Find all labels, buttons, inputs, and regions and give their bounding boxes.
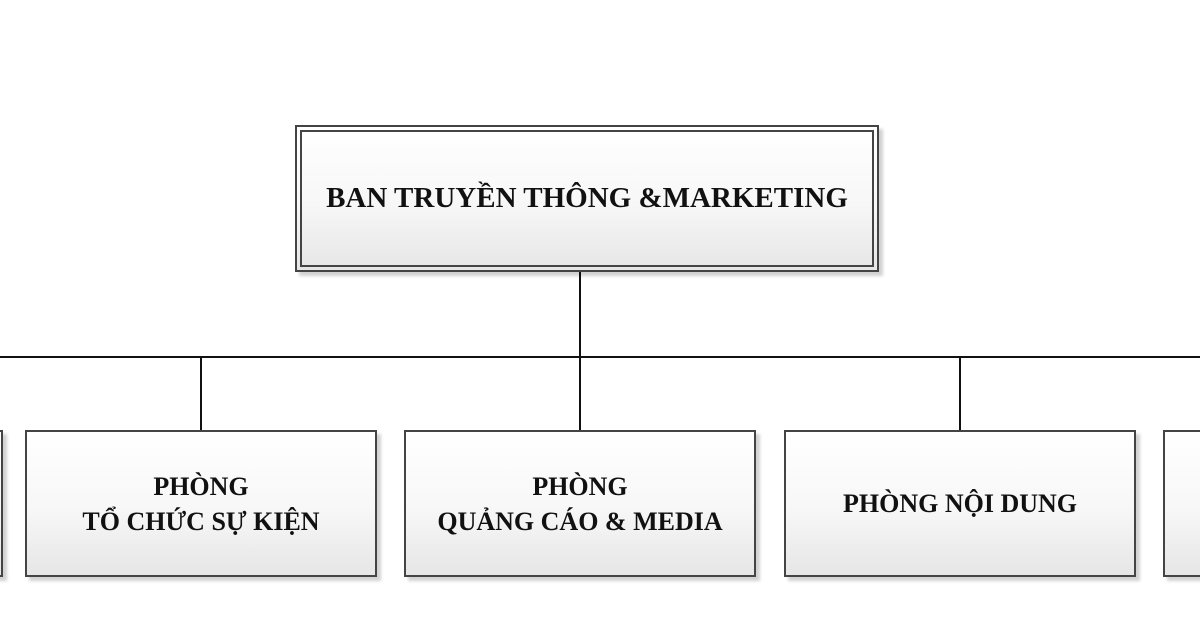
- child-node-advertising-line1: PHÒNG: [532, 471, 628, 501]
- child-node-advertising-line2: QUẢNG CÁO & MEDIA: [437, 506, 723, 536]
- child-node-content: PHÒNG NỘI DUNG: [784, 430, 1136, 577]
- root-node-label: BAN TRUYỀN THÔNG &MARKETING: [326, 182, 848, 214]
- child-node-events: PHÒNG TỔ CHỨC SỰ KIỆN: [25, 430, 377, 577]
- root-node-box: BAN TRUYỀN THÔNG &MARKETING: [295, 125, 879, 272]
- partial-node-left-edge: [0, 430, 3, 577]
- partial-node-right-edge: [1163, 430, 1200, 577]
- child-node-content-line1: PHÒNG NỘI DUNG: [843, 489, 1077, 518]
- child-node-events-line1: PHÒNG: [153, 471, 249, 501]
- child-node-advertising-media: PHÒNG QUẢNG CÁO & MEDIA: [404, 430, 756, 577]
- child-node-events-line2: TỔ CHỨC SỰ KIỆN: [82, 506, 320, 536]
- root-node-inner-frame: BAN TRUYỀN THÔNG &MARKETING: [300, 130, 874, 267]
